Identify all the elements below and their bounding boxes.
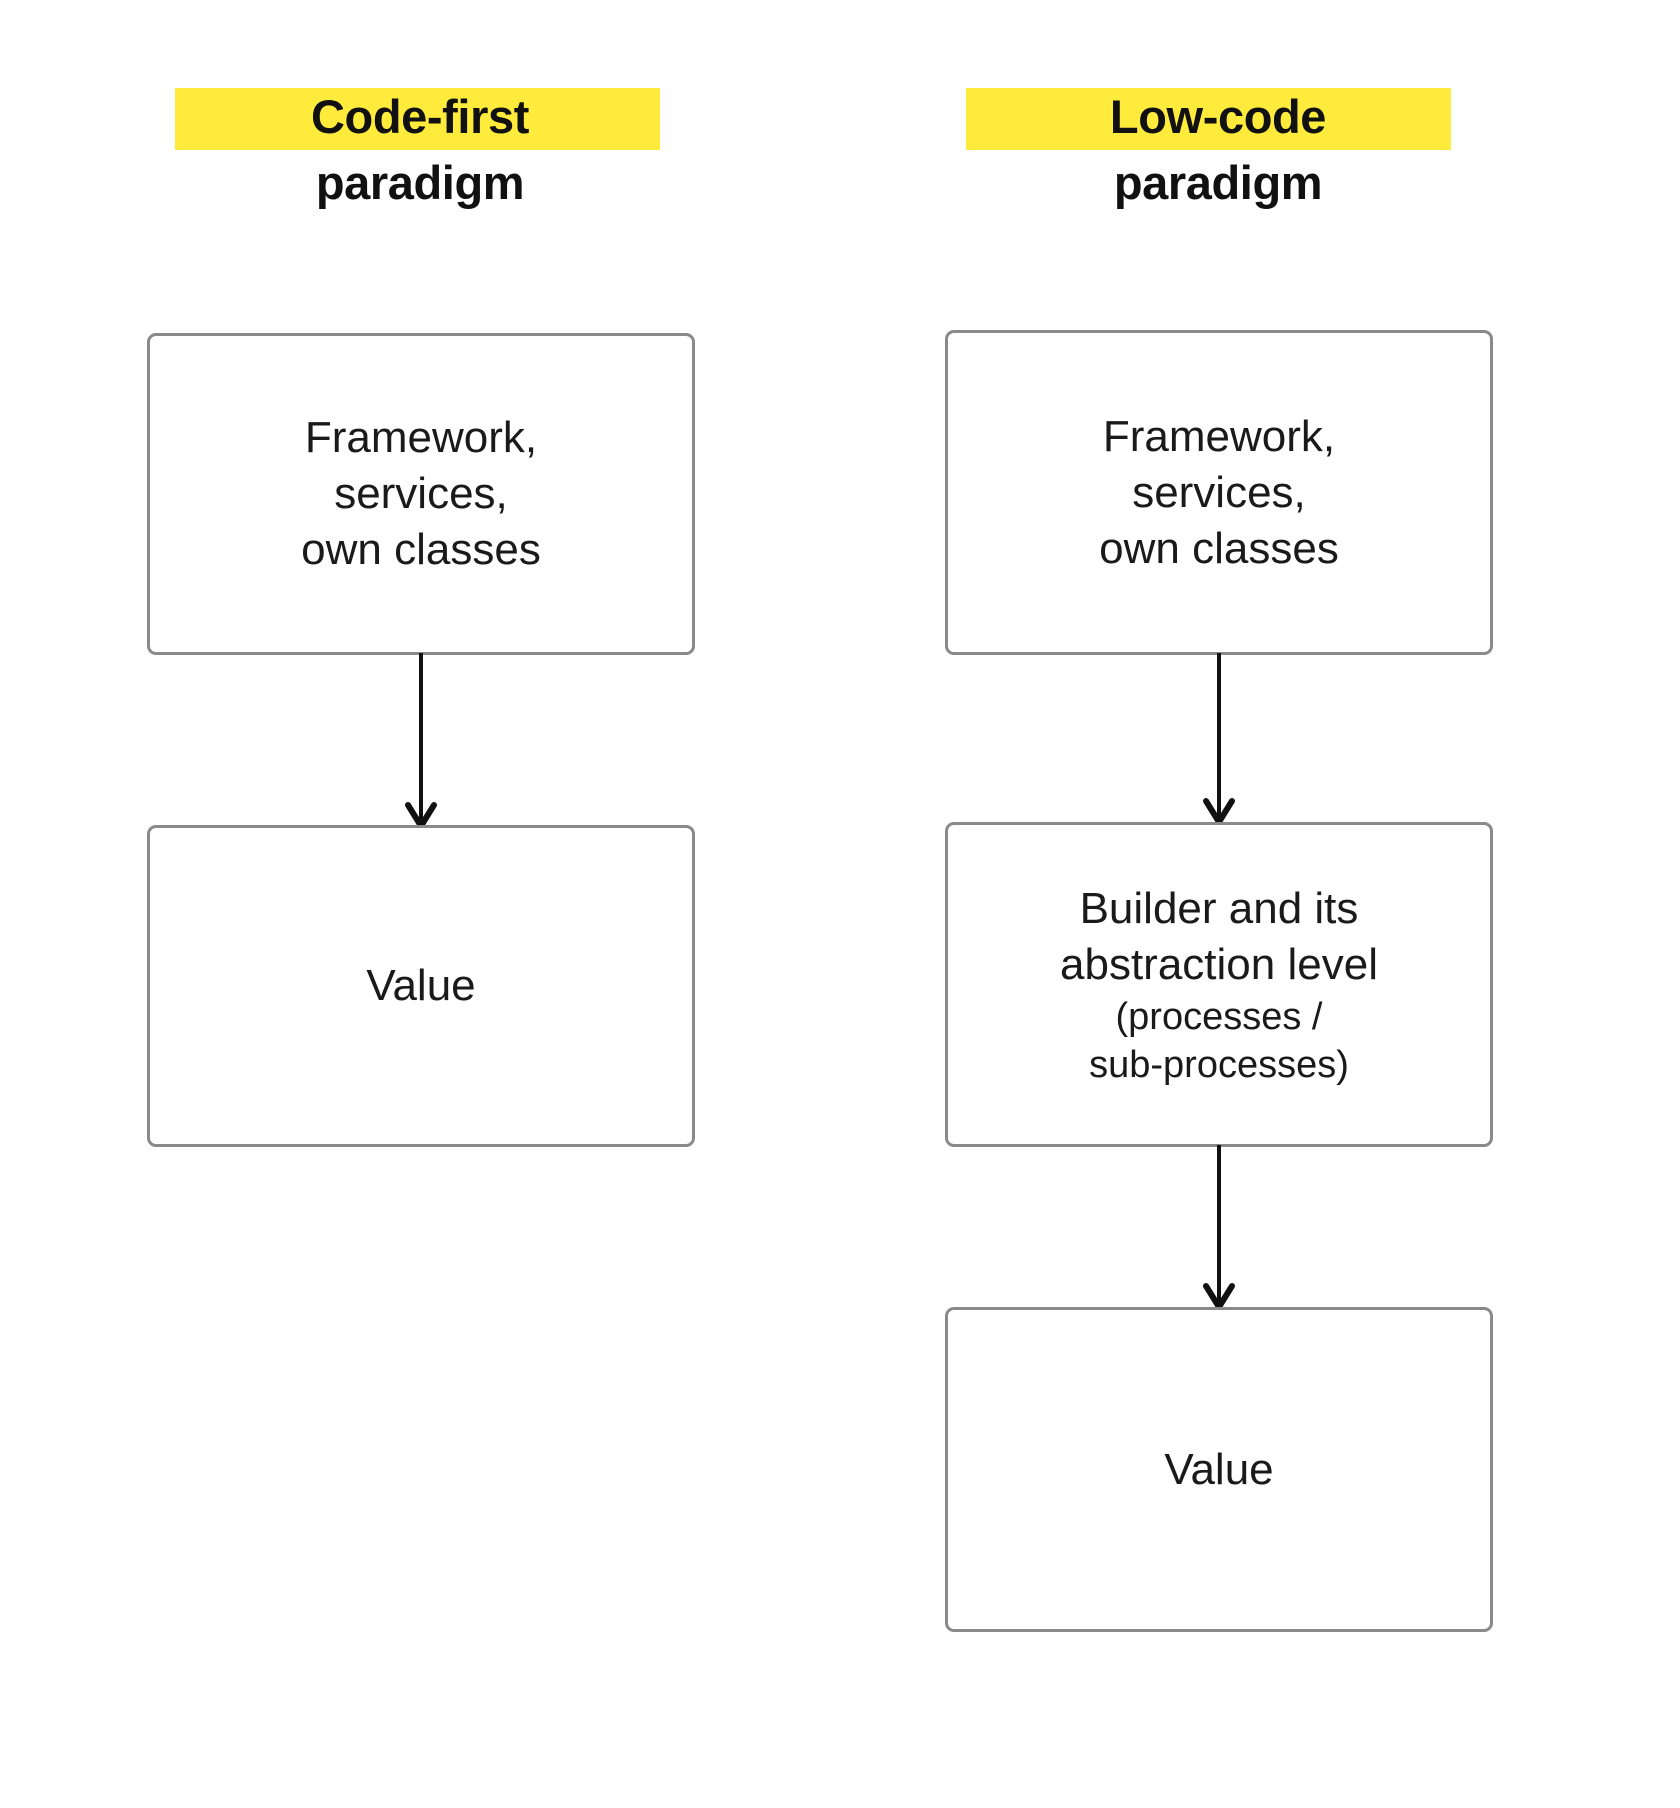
node-label: Framework, services, own classes bbox=[301, 413, 541, 574]
node-value-code-first[interactable]: Value bbox=[147, 825, 695, 1147]
arrow-framework-to-value bbox=[391, 653, 451, 829]
arrow-down-icon bbox=[1203, 653, 1235, 825]
column-title-low-code: Low-code paradigm bbox=[908, 82, 1528, 218]
column-title-line1: Low-code bbox=[1109, 90, 1327, 143]
column-code-first: Code-first paradigm Framework, services,… bbox=[110, 0, 730, 1808]
arrow-framework-to-builder bbox=[1189, 653, 1249, 825]
node-sublabel: (processes / sub-processes) bbox=[1089, 995, 1349, 1086]
title-highlight-band-low-code bbox=[966, 88, 1451, 150]
column-title-line2: paradigm bbox=[1113, 156, 1323, 209]
column-title-line1: Code-first bbox=[311, 90, 529, 143]
node-value-low-code[interactable]: Value bbox=[945, 1307, 1493, 1632]
column-low-code: Low-code paradigm Framework, services, o… bbox=[908, 0, 1528, 1808]
node-label: Framework, services, own classes bbox=[1099, 411, 1339, 573]
arrow-builder-to-value bbox=[1189, 1145, 1249, 1310]
arrow-down-icon bbox=[1203, 1145, 1235, 1310]
node-builder-abstraction-level[interactable]: Builder and its abstraction level (proce… bbox=[945, 822, 1493, 1147]
node-framework-services-own-classes[interactable]: Framework, services, own classes bbox=[147, 333, 695, 655]
column-title-code-first: Code-first paradigm bbox=[110, 82, 730, 218]
column-title-line2: paradigm bbox=[315, 156, 525, 209]
node-framework-services-own-classes[interactable]: Framework, services, own classes bbox=[945, 330, 1493, 655]
node-label: Value bbox=[366, 961, 476, 1010]
arrow-down-icon bbox=[405, 653, 437, 829]
node-label: Value bbox=[1164, 1444, 1274, 1494]
node-label-group: Builder and its abstraction level (proce… bbox=[1060, 881, 1378, 1089]
node-label: Builder and its abstraction level bbox=[1060, 883, 1378, 989]
title-highlight-band-code-first bbox=[175, 88, 660, 150]
